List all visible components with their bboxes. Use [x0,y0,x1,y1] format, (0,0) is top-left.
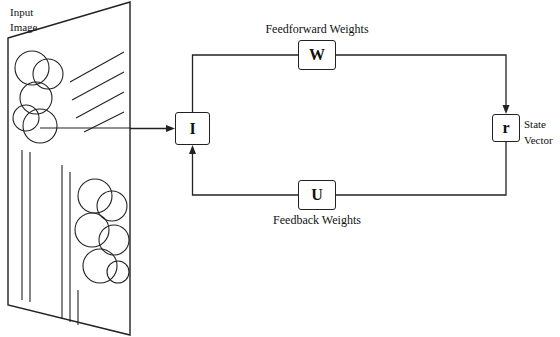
signal-connector [336,142,506,195]
caption-label: Input Image [10,5,54,35]
symbol-label: I [189,121,195,137]
weight-box: UFeedback Weights [298,180,336,210]
caption-label: Feedback Weights [273,214,361,227]
input-image-illustration [0,0,131,337]
signal-connector [189,145,298,195]
signal-connector [193,55,299,112]
caption-label: State Vector [524,117,558,149]
symbol-label: U [311,187,323,203]
symbol-label: r [502,120,509,136]
caption-label: Feedforward Weights [265,23,368,36]
signal-connector [130,125,175,132]
input-image-panel: Input Image [0,0,131,337]
signal-connector [336,55,510,114]
input-box: I [175,112,210,145]
state-box: rState Vector [492,114,520,142]
weight-box: Feedforward WeightsW [298,40,336,70]
symbol-label: W [309,47,325,63]
